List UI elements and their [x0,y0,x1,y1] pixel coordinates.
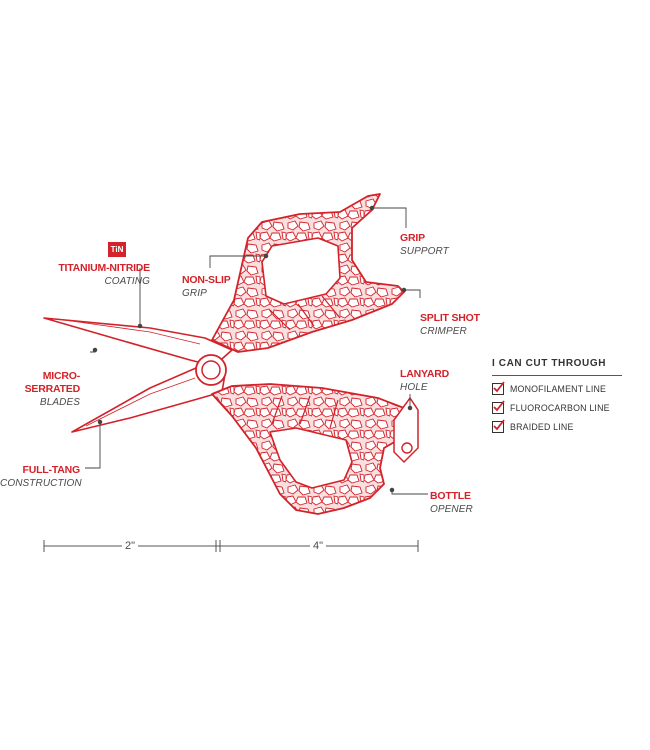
callout-bottle: BOTTLE OPENER [430,490,473,516]
callout-split-shot: SPLIT SHOT CRIMPER [420,312,480,338]
upper-handle [211,193,405,353]
blade-length-label: 2" [122,540,139,552]
callout-title: SPLIT SHOT [420,312,480,324]
pivot-screw [195,354,227,386]
upper-blade [43,317,233,367]
callout-titanium-nitride: TITANIUM-NITRIDE COATING [24,262,150,288]
list-item-label: FLUOROCARBON LINE [510,402,610,413]
tin-badge-icon: TiN [108,242,126,257]
callout-subtitle: BLADES [39,397,80,408]
callout-title: MICRO-SERRATED [24,370,81,395]
callout-title: LANYARD [400,368,449,380]
callout-grip: GRIP SUPPORT [400,232,449,258]
callout-lanyard: LANYARD HOLE [400,368,449,394]
callout-full-tang: FULL-TANG CONSTRUCTION [0,464,82,490]
list-item-label: BRAIDED LINE [510,421,574,432]
callout-title: TITANIUM-NITRIDE [58,262,150,274]
checkbox-checked-icon [492,380,505,395]
callout-title: NON-SLIP [182,274,231,286]
callout-title: GRIP [400,232,425,244]
callout-title: BOTTLE [430,490,471,502]
callout-subtitle: CONSTRUCTION [0,478,82,489]
panel-title: I CAN CUT THROUGH [492,358,622,376]
list-item: FLUOROCARBON LINE [492,399,622,414]
leader-lines [85,205,428,495]
callout-subtitle: CRIMPER [420,326,467,337]
callout-subtitle: SUPPORT [400,246,449,257]
callout-micro-serrated: MICRO-SERRATED BLADES [0,370,81,409]
callout-non-slip: NON-SLIP GRIP [182,274,231,300]
list-item-label: MONOFILAMENT LINE [510,383,607,394]
callout-subtitle: COATING [104,276,150,287]
checkbox-checked-icon [492,418,505,433]
lower-handle [211,383,413,515]
callout-subtitle: HOLE [400,382,428,393]
checkbox-checked-icon [492,399,505,414]
callout-subtitle: GRIP [182,288,207,299]
callout-subtitle: OPENER [430,504,473,515]
cut-through-panel: I CAN CUT THROUGH MONOFILAMENT LINE FLUO… [492,358,622,433]
list-item: MONOFILAMENT LINE [492,380,622,395]
dimension-line [43,540,419,552]
callout-title: FULL-TANG [22,464,81,476]
handle-length-label: 4" [310,540,327,552]
lanyard-hole [393,396,419,464]
lower-blade [71,367,226,433]
list-item: BRAIDED LINE [492,418,622,433]
